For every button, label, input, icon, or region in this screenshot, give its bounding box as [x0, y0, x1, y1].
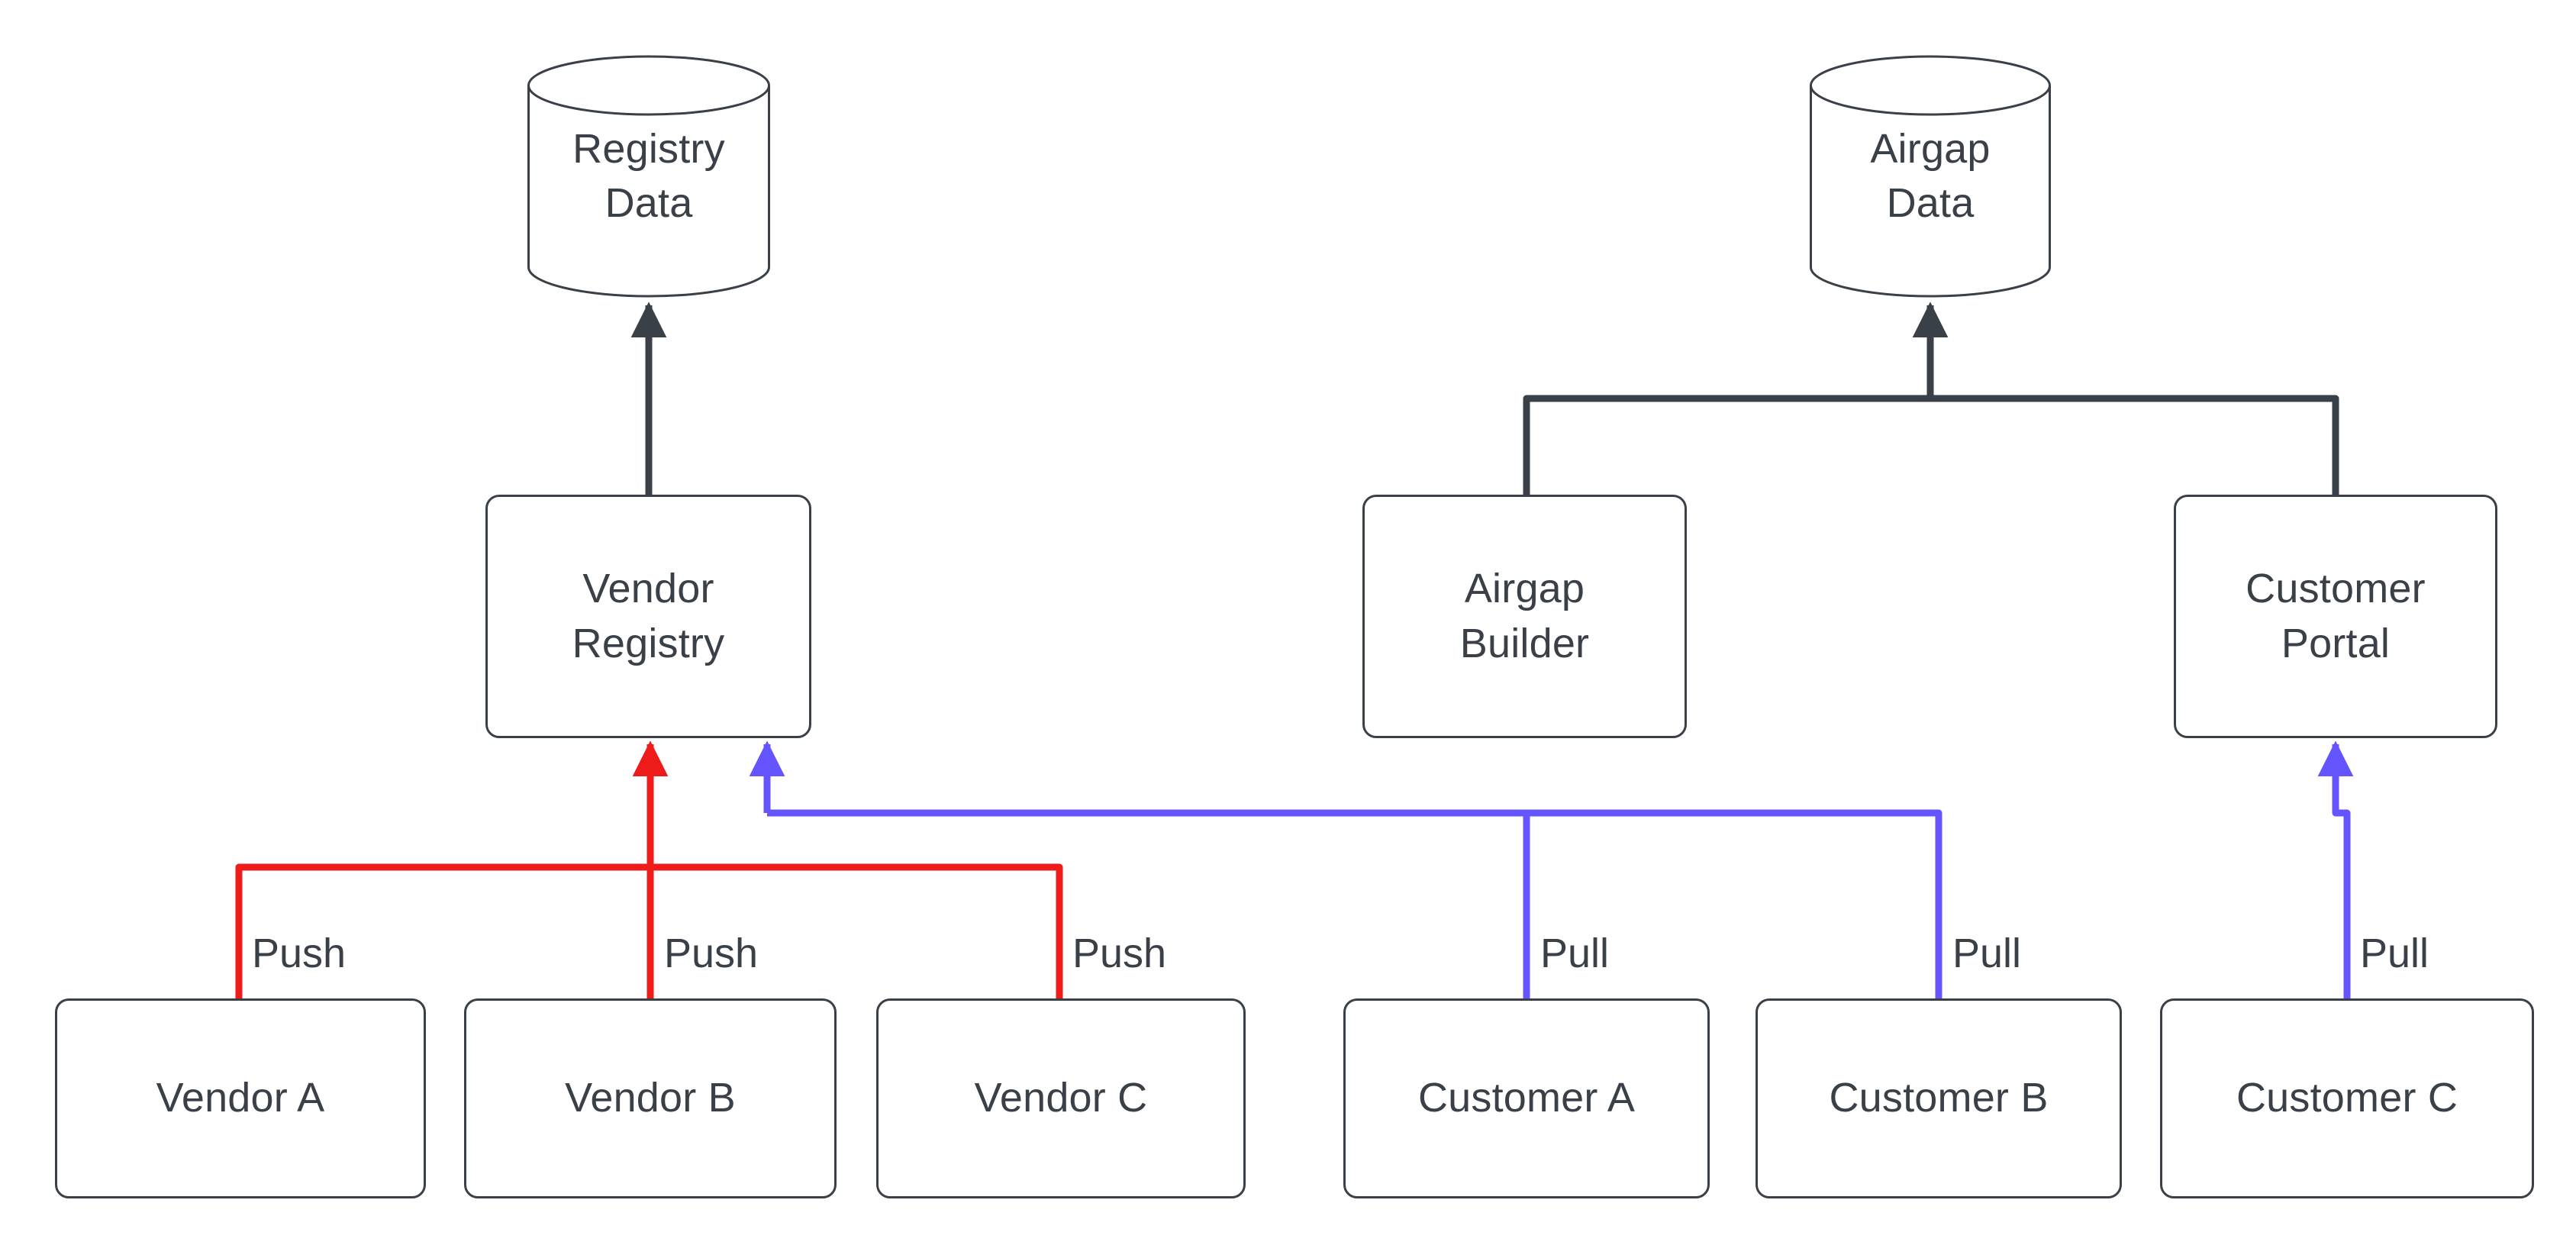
node-airgap-data[interactable]: Airgap Data [1809, 55, 2052, 298]
edge-label-pull-customer-a: Pull [1540, 931, 1610, 976]
cylinder-icon [527, 55, 770, 298]
node-vendor-a[interactable]: Vendor A [55, 998, 426, 1198]
edge-label-push-vendor-b: Push [664, 931, 759, 976]
node-vendor-b[interactable]: Vendor B [464, 998, 837, 1198]
edge-label-pull-customer-b: Pull [1952, 931, 2022, 976]
edge-customer-c-pull [2317, 740, 2354, 998]
node-vendor-registry[interactable]: Vendor Registry [485, 495, 811, 738]
cylinder-icon [1810, 55, 2051, 298]
node-customer-a[interactable]: Customer A [1343, 998, 1710, 1198]
node-customer-c[interactable]: Customer C [2160, 998, 2534, 1198]
edge-vendor-c-push [650, 863, 1063, 998]
edge-label-push-vendor-c: Push [1072, 931, 1167, 976]
edge-customer-portal-to-airgap-data [1930, 395, 2339, 495]
edge-vendor-a-push [235, 863, 650, 998]
node-customer-portal[interactable]: Customer Portal [2174, 495, 2497, 738]
edge-airgap-builder-to-airgap-data [1523, 395, 1930, 495]
node-registry-data-label: Registry Data [572, 125, 725, 226]
node-customer-b[interactable]: Customer B [1755, 998, 2122, 1198]
node-airgap-builder[interactable]: Airgap Builder [1362, 495, 1687, 738]
node-registry-data[interactable]: Registry Data [527, 55, 771, 298]
edge-customer-b-pull [767, 809, 1942, 998]
node-airgap-data-label: Airgap Data [1870, 125, 1991, 226]
edge-label-push-vendor-a: Push [252, 931, 347, 976]
node-vendor-c[interactable]: Vendor C [876, 998, 1246, 1198]
edge-label-pull-customer-c: Pull [2360, 931, 2429, 976]
